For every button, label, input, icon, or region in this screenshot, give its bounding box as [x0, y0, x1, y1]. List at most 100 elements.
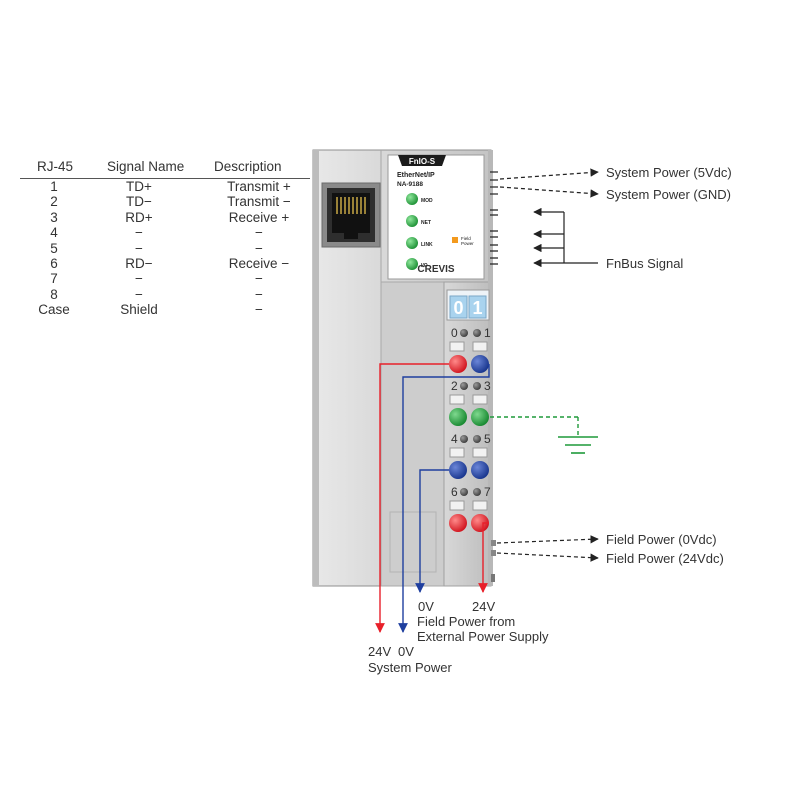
table-row: 5 − − [20, 241, 310, 256]
label-system-power: System Power [368, 660, 452, 675]
brand-logo: CREVIS [417, 264, 455, 275]
system-power-connectors [490, 168, 599, 198]
label-ext-24v: 24V [472, 599, 495, 614]
terminal-4-blue[interactable] [449, 461, 467, 479]
led-link-label: LINK [421, 242, 433, 248]
label-fnbus-signal: FnBus Signal [606, 256, 683, 271]
header-description: Description [214, 159, 282, 174]
led-link [406, 237, 418, 249]
label-field-power-0v: Field Power (0Vdc) [606, 532, 717, 547]
rj45-pin-table: RJ-45 Signal Name Description 1 TD+ Transm… [20, 159, 310, 318]
field-power-label-2: Power [461, 241, 474, 246]
cell-signal: Shield [120, 302, 158, 318]
terminal-number-2: 2 [451, 379, 458, 393]
label-system-power-5v: System Power (5Vdc) [606, 165, 732, 180]
display-digit-1: 1 [472, 298, 482, 318]
module-protocol: EtherNet/IP [397, 172, 435, 179]
terminal-2-green[interactable] [449, 408, 467, 426]
terminal-7-red[interactable] [471, 514, 489, 532]
cell-pin: 7 [50, 271, 58, 287]
header-signal-name: Signal Name [107, 159, 185, 174]
label-sys-24v: 24V [368, 644, 391, 659]
cell-signal: − [135, 286, 143, 302]
channel-display: 0 1 [446, 289, 490, 321]
label-sys-0v: 0V [398, 644, 414, 659]
cell-description: Receive + [228, 209, 290, 225]
terminal-number-7: 7 [484, 485, 491, 499]
label-system-power-gnd: System Power (GND) [606, 187, 731, 202]
table-row: 7 − − [20, 271, 310, 286]
terminal-pin [460, 435, 468, 443]
cell-description: Receive − [228, 255, 290, 271]
terminal-pin [473, 488, 481, 496]
terminal-pin [473, 435, 481, 443]
cell-description: Transmit + [227, 179, 291, 194]
cell-description: − [255, 225, 263, 241]
terminal-pin [473, 382, 481, 390]
system-power-gnd-line [499, 186, 599, 198]
module-label-panel: FnIO-S EtherNet/IP NA-9188 MOD NET LINK … [387, 154, 485, 280]
cell-pin: 4 [50, 225, 58, 241]
led-mod-label: MOD [421, 198, 433, 204]
cell-signal: − [135, 225, 143, 241]
field-power-wiring [415, 469, 489, 593]
terminal-5-blue[interactable] [471, 461, 489, 479]
cell-description: − [255, 271, 263, 287]
led-net-label: NET [421, 220, 431, 226]
terminal-block: 0 1 2 3 4 5 6 [449, 326, 491, 532]
table-row: 4 − − [20, 225, 310, 240]
terminal-number-3: 3 [484, 379, 491, 393]
cell-pin: 8 [50, 286, 58, 302]
terminal-number-5: 5 [484, 432, 491, 446]
label-field-power-24v: Field Power (24Vdc) [606, 551, 724, 566]
header-rj45: RJ-45 [37, 159, 74, 174]
cell-description: − [255, 286, 263, 302]
terminal-number-1: 1 [484, 326, 491, 340]
table-header: RJ-45 Signal Name Description [20, 159, 310, 179]
cell-description: − [255, 240, 263, 256]
system-power-wiring [375, 363, 490, 633]
table-row: 1 TD+ Transmit + [20, 179, 310, 194]
terminal-6-red[interactable] [449, 514, 467, 532]
terminal-number-6: 6 [451, 485, 458, 499]
cell-pin: 1 [50, 179, 58, 194]
ground-icon [558, 436, 598, 454]
cell-pin: 6 [50, 255, 58, 271]
field-power-lines [496, 535, 599, 562]
terminal-number-0: 0 [451, 326, 458, 340]
led-io-label: I/O [421, 263, 428, 269]
terminal-number-4: 4 [451, 432, 458, 446]
label-ext-desc-1: Field Power from [417, 614, 515, 629]
cell-signal: − [135, 271, 143, 287]
label-ext-0v: 0V [418, 599, 434, 614]
ground-wiring [490, 416, 598, 454]
cell-pin: 5 [50, 240, 58, 256]
cell-pin: Case [38, 302, 70, 318]
cell-signal: TD− [126, 194, 152, 210]
terminal-0-red[interactable] [449, 355, 467, 373]
rj45-port[interactable] [321, 182, 381, 248]
system-power-5v-line [499, 168, 599, 180]
cell-signal: − [135, 240, 143, 256]
cell-signal: RD+ [125, 209, 153, 225]
terminal-1-blue[interactable] [471, 355, 489, 373]
table-row: Case Shield − [20, 302, 310, 317]
led-net [406, 215, 418, 227]
table-row: 8 − − [20, 287, 310, 302]
cell-pin: 2 [50, 194, 58, 210]
led-mod [406, 193, 418, 205]
cell-signal: TD+ [126, 179, 152, 194]
terminal-pin [473, 329, 481, 337]
cell-description: − [255, 302, 263, 318]
display-digit-0: 0 [453, 298, 463, 318]
field-power-led [452, 237, 458, 243]
label-ext-desc-2: External Power Supply [417, 629, 549, 644]
terminal-pin [460, 382, 468, 390]
terminal-3-green[interactable] [471, 408, 489, 426]
